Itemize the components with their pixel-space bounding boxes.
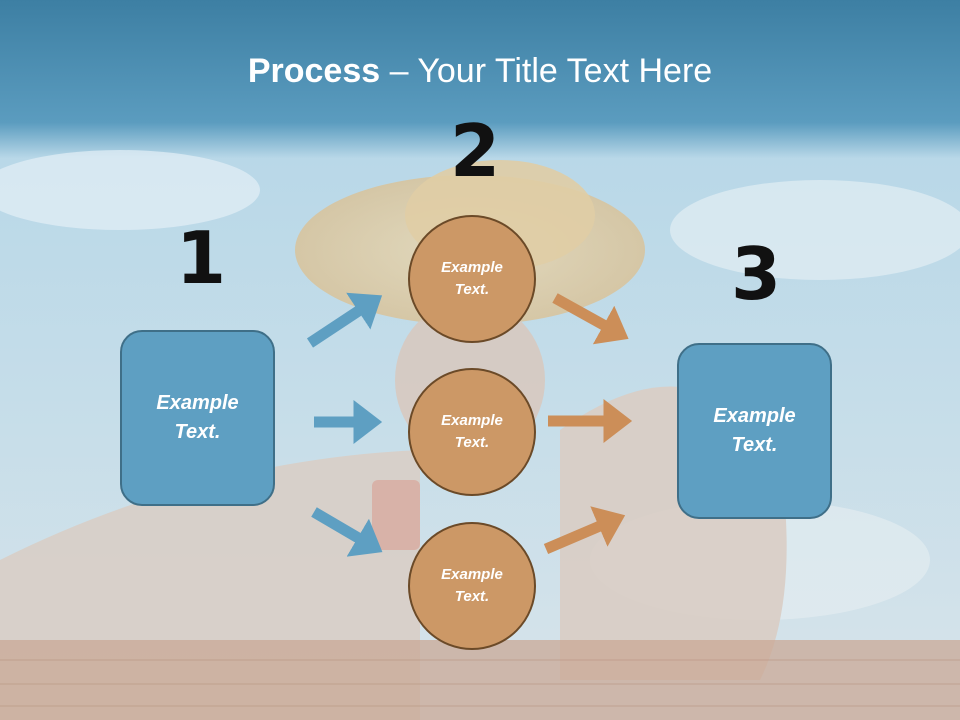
- arrow-left-to-top: [306, 292, 383, 348]
- circle-step-2-bottom: Example Text.: [408, 522, 536, 650]
- slide-title: Process – Your Title Text Here: [0, 52, 960, 91]
- title-rest: – Your Title Text Here: [380, 52, 713, 90]
- step-number-2: 2: [450, 109, 501, 193]
- step-number-1: 1: [176, 216, 227, 300]
- title-bold: Process: [247, 52, 381, 90]
- arrow-left-to-bottom: [311, 507, 383, 557]
- step-number-3: 3: [731, 232, 782, 316]
- circle-step-2-top: Example Text.: [408, 215, 536, 343]
- arrow-top-to-right: [552, 293, 629, 345]
- circle-step-2-middle: Example Text.: [408, 368, 536, 496]
- box-step-1: Example Text.: [120, 330, 275, 506]
- box-step-3: Example Text.: [677, 343, 832, 519]
- arrow-bottom-to-right: [543, 506, 626, 555]
